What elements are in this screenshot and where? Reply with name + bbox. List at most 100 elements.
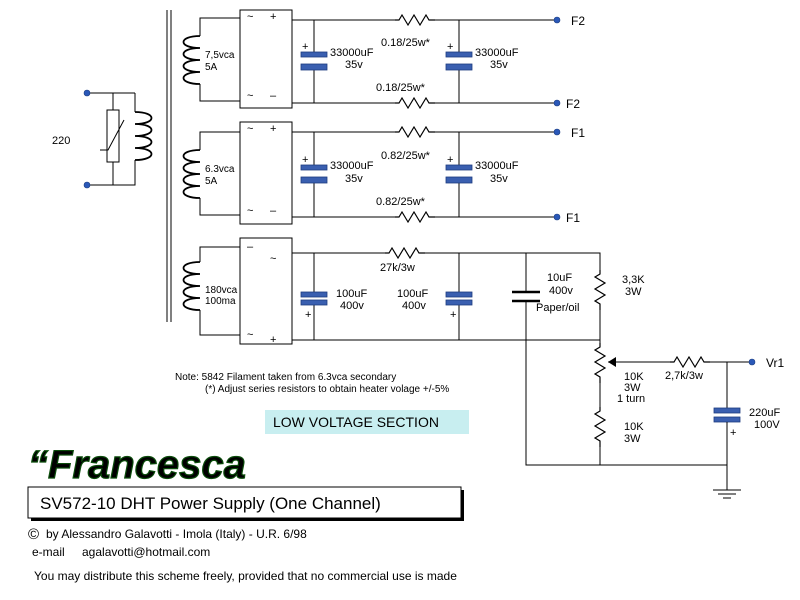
svg-text:–: – [270, 90, 277, 102]
svg-text:10K: 10K [624, 421, 644, 433]
resistor-27k [384, 247, 426, 259]
resistor-f2-top [394, 14, 436, 26]
bridge-rectifier-2 [239, 121, 293, 225]
resistor-2k7 [669, 356, 711, 368]
diagram-title: SV572-10 DHT Power Supply (One Channel) [40, 494, 381, 513]
svg-text:~: ~ [247, 123, 253, 135]
svg-text:10K: 10K [624, 371, 644, 383]
secondary-3-current: 100ma [205, 296, 236, 307]
svg-text:100uF: 100uF [397, 288, 428, 300]
svg-text:+: + [270, 123, 276, 135]
secondary-1-current: 5A [205, 62, 218, 73]
svg-text:+: + [450, 309, 456, 321]
svg-text:1 turn: 1 turn [617, 393, 645, 405]
high-voltage-supply: 180vca 100ma – ~ ~ + 27k/3w + 100uF 400v… [182, 237, 785, 499]
svg-text:3W: 3W [624, 433, 641, 445]
svg-text:33000uF: 33000uF [330, 160, 374, 172]
bridge-rectifier-3 [239, 237, 293, 345]
filament-supply-f1: 6.3vca 5A ~ + ~ – 0.82/25w* 0.82/25w* + … [182, 121, 585, 225]
svg-text:400v: 400v [340, 300, 364, 312]
author-credit: by Alessandro Galavotti - Imola (Italy) … [46, 527, 307, 541]
svg-text:–: – [270, 205, 277, 217]
svg-text:100uF: 100uF [336, 288, 367, 300]
svg-text:100V: 100V [754, 419, 780, 431]
primary-winding [134, 111, 153, 161]
potentiometer-10k [594, 342, 606, 384]
svg-text:3W: 3W [625, 286, 642, 298]
resistor-f2-top-label: 0.18/25w* [381, 37, 431, 49]
potentiometer-wiper-icon [608, 357, 616, 367]
svg-text:3W: 3W [624, 382, 641, 394]
note-adjust-resistors: (*) Adjust series resistors to obtain he… [205, 384, 449, 395]
secondary-1-voltage: 7,5vca [205, 50, 235, 61]
resistor-f1-top [394, 126, 436, 138]
resistor-2k7-label: 2,7k/3w [665, 370, 703, 382]
capacitor-paper-oil [512, 290, 540, 303]
capacitor-output-220uf [713, 407, 741, 414]
transformer-core [166, 10, 172, 322]
title-box [27, 486, 462, 519]
svg-text:3,3K: 3,3K [622, 274, 645, 286]
mains-terminal-top [83, 89, 91, 97]
svg-text:35v: 35v [490, 59, 508, 71]
capacitor-hv-2 [445, 291, 473, 298]
svg-text:~: ~ [247, 11, 253, 23]
svg-text:+: + [270, 11, 276, 23]
capacitor-hv-1 [300, 291, 328, 298]
bridge-rectifier-1 [239, 9, 293, 109]
capacitor-f2-output [445, 51, 473, 58]
primary-circuit: 220 [52, 89, 153, 189]
secondary-2-voltage: 6.3vca [205, 164, 235, 175]
svg-text:~: ~ [270, 253, 276, 265]
svg-text:220uF: 220uF [749, 407, 780, 419]
resistor-10k [594, 406, 606, 448]
svg-text:~: ~ [247, 329, 253, 341]
output-terminal-f2-top [553, 16, 561, 24]
svg-text:+: + [447, 154, 453, 166]
output-terminal-f2-bottom [553, 99, 561, 107]
capacitor-f1-input [300, 164, 328, 171]
resistor-f1-top-label: 0.82/25w* [381, 150, 431, 162]
secondary-2-current: 5A [205, 176, 218, 187]
output-terminal-f1-top [553, 128, 561, 136]
email-label: e-mail [32, 545, 65, 559]
output-label-f1-bottom: F1 [566, 211, 580, 225]
output-label-f2-bottom: F2 [566, 97, 580, 111]
svg-text:33000uF: 33000uF [330, 47, 374, 59]
capacitor-f1-output [445, 164, 473, 171]
filament-supply-f2: 7,5vca 5A ~ + ~ – 0.18/25w* 0.18/25w* + … [182, 9, 585, 111]
svg-text:+: + [730, 427, 736, 439]
svg-text:35v: 35v [490, 173, 508, 185]
output-terminal-vr1 [748, 358, 756, 366]
section-label: LOW VOLTAGE SECTION [273, 414, 439, 430]
resistor-27k-label: 27k/3w [380, 262, 415, 274]
capacitor-f2-input [300, 51, 328, 58]
svg-text:+: + [302, 41, 308, 53]
svg-text:10uF: 10uF [547, 272, 572, 284]
svg-text:33000uF: 33000uF [475, 47, 519, 59]
svg-text:+: + [447, 41, 453, 53]
svg-text:+: + [270, 334, 276, 346]
svg-text:+: + [305, 309, 311, 321]
svg-text:Paper/oil: Paper/oil [536, 302, 579, 314]
svg-text:~: ~ [247, 205, 253, 217]
svg-text:35v: 35v [345, 173, 363, 185]
output-terminal-f1-bottom [553, 213, 561, 221]
svg-text:–: – [247, 241, 254, 253]
resistor-3k3 [594, 269, 606, 311]
email-address: agalavotti@hotmail.com [82, 545, 210, 559]
svg-text:~: ~ [247, 90, 253, 102]
output-label-f2-top: F2 [571, 14, 585, 28]
secondary-3-voltage: 180vca [205, 285, 238, 296]
mains-terminal-bottom [83, 181, 91, 189]
mains-voltage-label: 220 [52, 135, 70, 147]
section-label-box [265, 410, 469, 434]
license-text: You may distribute this scheme freely, p… [34, 569, 457, 583]
output-label-vr1: Vr1 [766, 356, 785, 370]
resistor-f2-bottom-label: 0.18/25w* [376, 82, 426, 94]
output-label-f1-top: F1 [571, 126, 585, 140]
ground-icon [713, 489, 741, 499]
svg-text:400v: 400v [549, 285, 573, 297]
copyright-icon: © [28, 526, 39, 543]
